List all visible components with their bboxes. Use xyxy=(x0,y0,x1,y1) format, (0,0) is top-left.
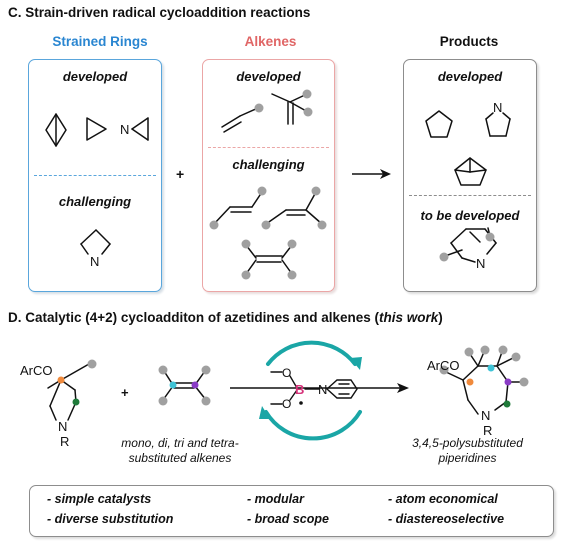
benefit-simple-catalysts: - simple catalysts xyxy=(47,492,152,506)
section-d-title: D. Catalytic (4+2) cycloadditon of azeti… xyxy=(8,310,443,325)
piperidine-n-label: N xyxy=(476,256,485,271)
cyclopentane-structure xyxy=(425,110,453,138)
orange-atom xyxy=(57,376,65,384)
azetidine-acyl-label: ArCO xyxy=(20,363,53,378)
product-scope-note: 3,4,5-polysubstituted piperidines xyxy=(412,436,523,465)
trisubstituted-alkene-structure xyxy=(265,191,323,225)
benefit-broad-scope: - broad scope xyxy=(247,512,329,526)
reaction-arrow-c xyxy=(352,169,391,179)
bicyclohexane-structure xyxy=(454,157,487,186)
products-panel xyxy=(403,59,537,292)
products-heading: Products xyxy=(439,34,499,49)
alkenes-developed-label: developed xyxy=(236,69,301,84)
product-r-label: R xyxy=(483,423,492,438)
section-c-title: C. Strain-driven radical cycloaddition r… xyxy=(8,5,311,20)
catalyst-structure xyxy=(270,371,358,405)
section-c-structures: N N N N + xyxy=(45,89,511,280)
plus-sign-c: + xyxy=(176,166,184,182)
alkenes-heading: Alkenes xyxy=(244,34,297,49)
cyclopropane-structure xyxy=(86,117,107,141)
plus-sign-d: + xyxy=(121,385,129,400)
products-developed-label: developed xyxy=(437,69,503,84)
azetidine-r-label: R xyxy=(60,434,69,449)
pyrrolidine-n-label: N xyxy=(493,100,502,115)
azetidine-n-label: N xyxy=(90,254,99,269)
svg-text:O: O xyxy=(282,366,291,380)
disubstituted-internal-alkene-structure xyxy=(213,191,263,225)
aziridine-structure xyxy=(131,117,149,141)
substituent-spheres xyxy=(209,89,495,280)
rings-divider xyxy=(34,175,156,176)
azetidine-structure xyxy=(80,229,111,255)
product-acyl-label: ArCO xyxy=(427,358,460,373)
alkenes-panel xyxy=(202,59,335,292)
terminal-alkene-structure xyxy=(221,107,259,133)
bicyclobutane-structure xyxy=(45,113,67,147)
svg-text:O: O xyxy=(282,397,291,411)
catalytic-cycle xyxy=(264,340,362,441)
tetrasubstituted-alkene-structure xyxy=(245,244,293,275)
boron-label: B xyxy=(295,382,304,397)
alkenes-challenging-label: challenging xyxy=(232,157,305,172)
cyan-atom xyxy=(169,381,177,389)
benefit-diastereoselective: - diastereoselective xyxy=(388,512,505,526)
purple-atom xyxy=(191,381,199,389)
pyrrolidine-structure xyxy=(485,112,511,137)
benefit-diverse-substitution: - diverse substitution xyxy=(47,512,174,526)
rings-challenging-label: challenging xyxy=(58,194,132,209)
benefit-modular: - modular xyxy=(247,492,304,506)
products-divider xyxy=(409,195,531,196)
section-d-structures: ArCO N R + O O B N xyxy=(20,340,529,449)
pyridine-n-label: N xyxy=(318,382,327,397)
rings-developed-label: developed xyxy=(62,69,128,84)
aziridine-n-label: N xyxy=(120,122,129,137)
strained-rings-heading: Strained Rings xyxy=(52,34,148,49)
azetidine-d-n-label: N xyxy=(58,419,67,434)
alkenes-divider xyxy=(208,147,329,148)
product-piperidine xyxy=(445,351,523,415)
product-n-label: N xyxy=(481,408,490,423)
benefit-atom-economical: - atom economical xyxy=(388,492,498,506)
alkene-scope-note: mono, di, tri and tetra-substituted alke… xyxy=(121,436,239,465)
green-atom xyxy=(72,398,80,406)
benefits-box xyxy=(29,485,554,537)
products-to-be-developed-label: to be developed xyxy=(420,208,520,223)
disubstituted-terminal-alkene-structure xyxy=(271,93,309,125)
